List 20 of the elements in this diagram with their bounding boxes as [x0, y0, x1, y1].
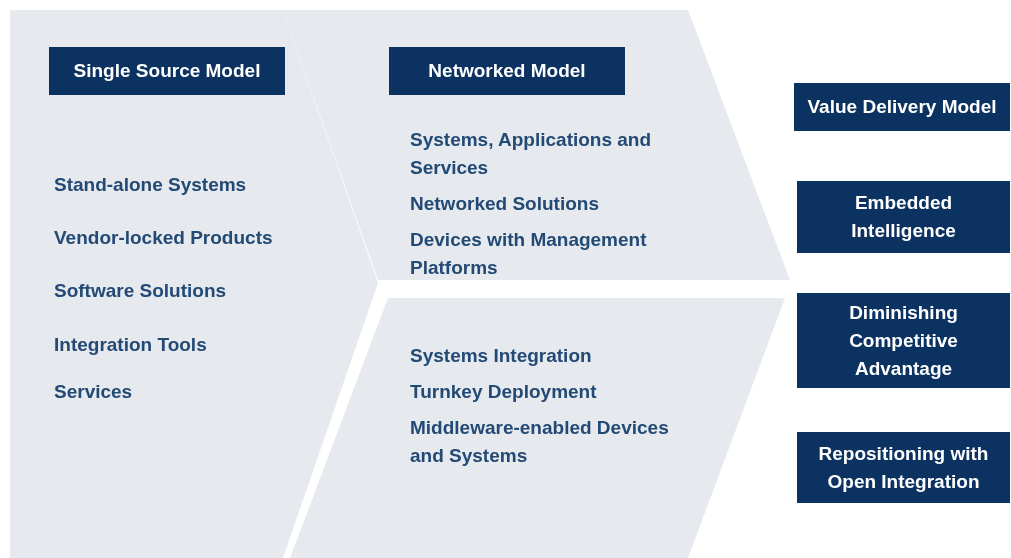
- chevron-panel: [283, 10, 790, 280]
- chevron-panel: [290, 298, 785, 558]
- value-box: Diminishing Competitive Advantage: [797, 293, 1010, 388]
- list-item: Systems, Applications and Services: [410, 128, 653, 180]
- list-item: Stand-alone Systems: [54, 173, 248, 197]
- list-item: Integration Tools: [54, 333, 208, 357]
- value-box: Value Delivery Model: [794, 83, 1010, 131]
- list-item: Vendor-locked Products: [54, 226, 274, 250]
- header-box: Single Source Model: [49, 47, 285, 95]
- list-item: Devices with Management Platforms: [410, 228, 648, 280]
- list-item: Turnkey Deployment: [410, 380, 598, 404]
- list-item: Systems Integration: [410, 344, 593, 368]
- value-box: Repositioning with Open Integration: [797, 432, 1010, 503]
- list-item: Software Solutions: [54, 279, 228, 303]
- list-item: Networked Solutions: [410, 192, 600, 216]
- list-item: Middleware-enabled Devices and Systems: [410, 416, 670, 468]
- header-box: Networked Model: [389, 47, 625, 95]
- value-box: Embedded Intelligence: [797, 181, 1010, 253]
- list-item: Services: [54, 380, 134, 404]
- chevron-panel: [10, 10, 378, 558]
